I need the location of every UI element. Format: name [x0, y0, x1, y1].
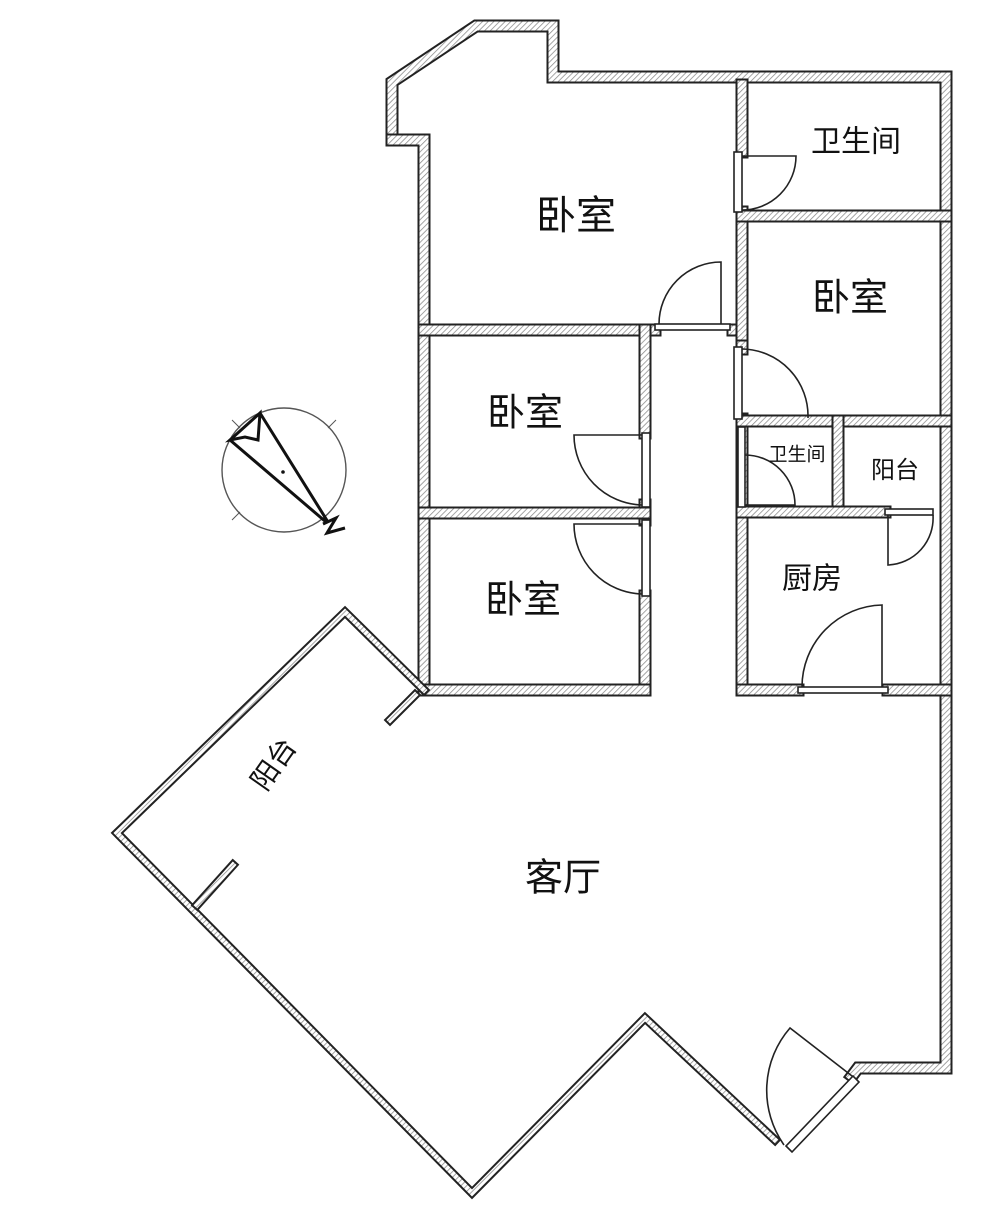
wall-segment: [385, 19, 953, 1086]
wall-segment: [387, 21, 951, 1083]
door-bedroom-south: [641, 519, 651, 597]
door-swing: [658, 261, 722, 325]
north-letter-icon: [322, 514, 346, 536]
wall-segment: [110, 605, 782, 1200]
door-swing: [741, 155, 797, 211]
compass-center: [281, 470, 285, 474]
door-swing: [801, 604, 883, 688]
label-bedroom-south: 卧室: [485, 578, 561, 622]
label-bathroom-small: 卫生间: [768, 444, 825, 466]
label-bedroom-east: 卧室: [812, 276, 888, 320]
compass: [221, 407, 347, 536]
label-kitchen: 厨房: [782, 562, 842, 597]
wall-segment: [113, 608, 779, 1197]
door-kitchen: [797, 686, 889, 694]
north-arrow-icon: [224, 409, 330, 524]
wall-segment: [386, 691, 419, 724]
door-bathroom-small: [737, 426, 746, 508]
door-swing: [744, 454, 796, 506]
door-swing: [765, 1026, 853, 1146]
wall-segment: [387, 135, 429, 693]
label-living-room: 客厅: [525, 856, 601, 900]
door-swing: [573, 523, 643, 595]
label-balcony-kitchen: 阳台: [871, 456, 919, 484]
label-bathroom-main: 卫生间: [811, 125, 901, 160]
door-bathroom-main: [733, 151, 743, 213]
label-balcony-living: 阳台: [244, 732, 303, 797]
walls: [110, 19, 953, 1200]
door-swing: [741, 348, 809, 419]
compass-tick: [231, 419, 241, 429]
door-balcony-kitchen: [884, 508, 934, 516]
label-master-bedroom: 卧室: [536, 193, 616, 239]
door-master-bedroom: [654, 323, 731, 331]
door-swing: [887, 514, 934, 566]
door-bedroom-east: [733, 346, 743, 420]
door-swing: [573, 434, 643, 506]
wall-segment: [193, 861, 237, 909]
wall-segment: [385, 133, 431, 695]
doors: [573, 151, 934, 1154]
compass-tick: [231, 511, 241, 521]
compass-circle: [221, 407, 347, 533]
compass-tick: [327, 419, 337, 429]
door-bedroom-middle: [641, 432, 651, 508]
door-entrance: [784, 1074, 861, 1154]
label-bedroom-middle: 卧室: [487, 391, 563, 435]
room-labels: 卧室 卫生间 卧室 卧室 卧室 卫生间 阳台 厨房 阳台 客厅: [244, 125, 919, 900]
